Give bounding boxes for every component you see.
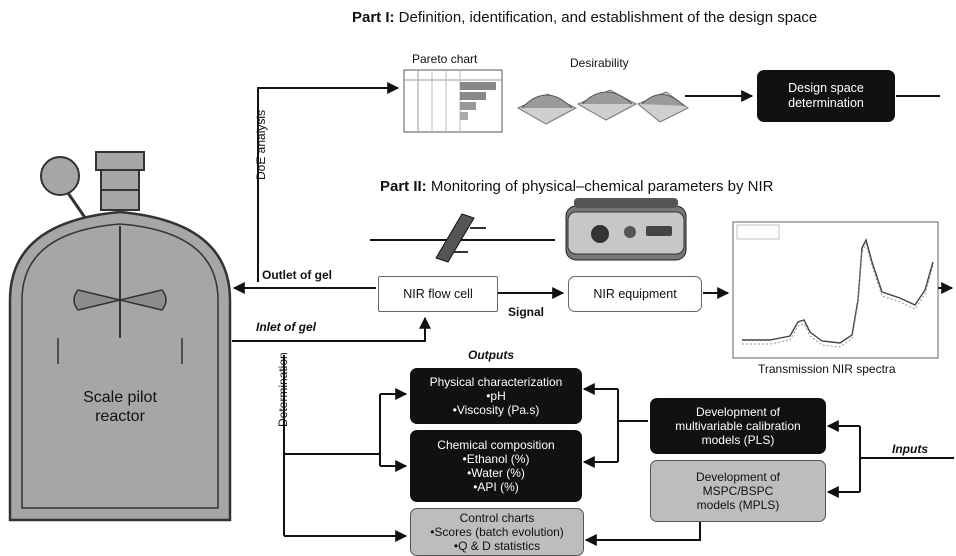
physical-item-viscosity: •Viscosity (Pa.s) xyxy=(452,403,540,418)
nir-spectra-plot xyxy=(732,221,939,359)
desirability-label: Desirability xyxy=(570,56,629,70)
physical-characterization-box: Physical characterization •pH •Viscosity… xyxy=(410,368,582,424)
spectra-caption: Transmission NIR spectra xyxy=(758,362,896,376)
scale-pilot-reactor xyxy=(8,151,232,522)
doe-analysis-label: DoE analysis xyxy=(254,109,268,180)
design-space-box: Design space determination xyxy=(757,70,895,122)
reactor-label-line2: reactor xyxy=(95,408,145,425)
desirability-plots xyxy=(516,89,689,125)
pareto-chart-thumbnail xyxy=(403,69,503,133)
reactor-label: Scale pilot reactor xyxy=(40,382,200,434)
pls-line1: Development of xyxy=(695,404,781,419)
nir-flow-cell-box: NIR flow cell xyxy=(378,276,498,312)
part-one-title: Part I: Definition, identification, and … xyxy=(352,9,818,26)
pls-model-box: Development of multivariable calibration… xyxy=(650,398,826,454)
mspc-line3: models (MPLS) xyxy=(696,498,780,513)
nir-equipment-device xyxy=(565,198,687,261)
control-title: Control charts xyxy=(459,510,535,525)
reactor-label-line1: Scale pilot xyxy=(83,389,157,407)
connectors xyxy=(232,82,954,546)
control-charts-box: Control charts •Scores (batch evolution)… xyxy=(410,508,584,556)
design-space-line1: Design space xyxy=(788,81,864,96)
control-item-scores: •Scores (batch evolution) xyxy=(430,524,564,539)
part-two-title: Part II: Monitoring of physical–chemical… xyxy=(380,178,774,195)
determination-label: Determination xyxy=(276,352,290,427)
chemical-title: Chemical composition xyxy=(437,437,555,452)
nir-equipment-box: NIR equipment xyxy=(568,276,702,312)
outlet-of-gel-label: Outlet of gel xyxy=(262,268,332,282)
signal-label: Signal xyxy=(508,305,545,319)
chemical-composition-box: Chemical composition •Ethanol (%) •Water… xyxy=(410,430,582,502)
pls-line2: multivariable calibration xyxy=(675,418,801,433)
chemical-item-api: •API (%) xyxy=(473,480,519,495)
mspc-line2: MSPC/BSPC xyxy=(702,483,774,498)
inputs-label: Inputs xyxy=(892,442,928,456)
inlet-of-gel-label: Inlet of gel xyxy=(256,320,316,334)
design-space-line2: determination xyxy=(788,96,864,110)
pls-line3: models (PLS) xyxy=(701,433,775,448)
physical-item-ph: •pH xyxy=(486,388,506,403)
flow-cell-device xyxy=(370,213,555,263)
mspc-line1: Development of xyxy=(695,469,781,484)
control-item-qd: •Q & D statistics xyxy=(453,539,541,554)
physical-title: Physical characterization xyxy=(429,374,563,389)
mspc-model-box: Development of MSPC/BSPC models (MPLS) xyxy=(650,460,826,522)
outputs-label: Outputs xyxy=(468,348,514,362)
pareto-chart-label: Pareto chart xyxy=(412,52,478,66)
chemical-item-water: •Water (%) xyxy=(467,466,525,480)
chemical-item-ethanol: •Ethanol (%) xyxy=(462,451,530,466)
